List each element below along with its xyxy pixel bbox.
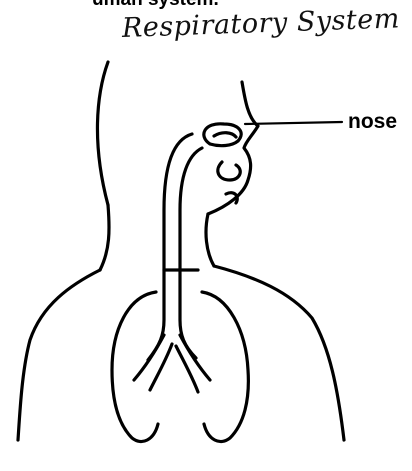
right-shoulder-outline <box>214 266 344 440</box>
head-back-outline <box>97 62 108 205</box>
bronchus-right-inner <box>176 346 198 392</box>
oral-cavity-outline <box>218 162 240 180</box>
right-lung-outline <box>202 292 248 442</box>
left-shoulder-outline <box>18 270 100 440</box>
neck-front-outline <box>206 214 214 266</box>
neck-back-outline <box>100 205 109 270</box>
airway-inner-wall <box>180 148 202 358</box>
left-lung-outline <box>112 292 158 442</box>
bronchus-right <box>180 335 210 380</box>
nose-label: nose <box>348 110 397 134</box>
nasal-cavity-inner-line <box>214 133 236 137</box>
nose-leader-line <box>245 122 342 124</box>
